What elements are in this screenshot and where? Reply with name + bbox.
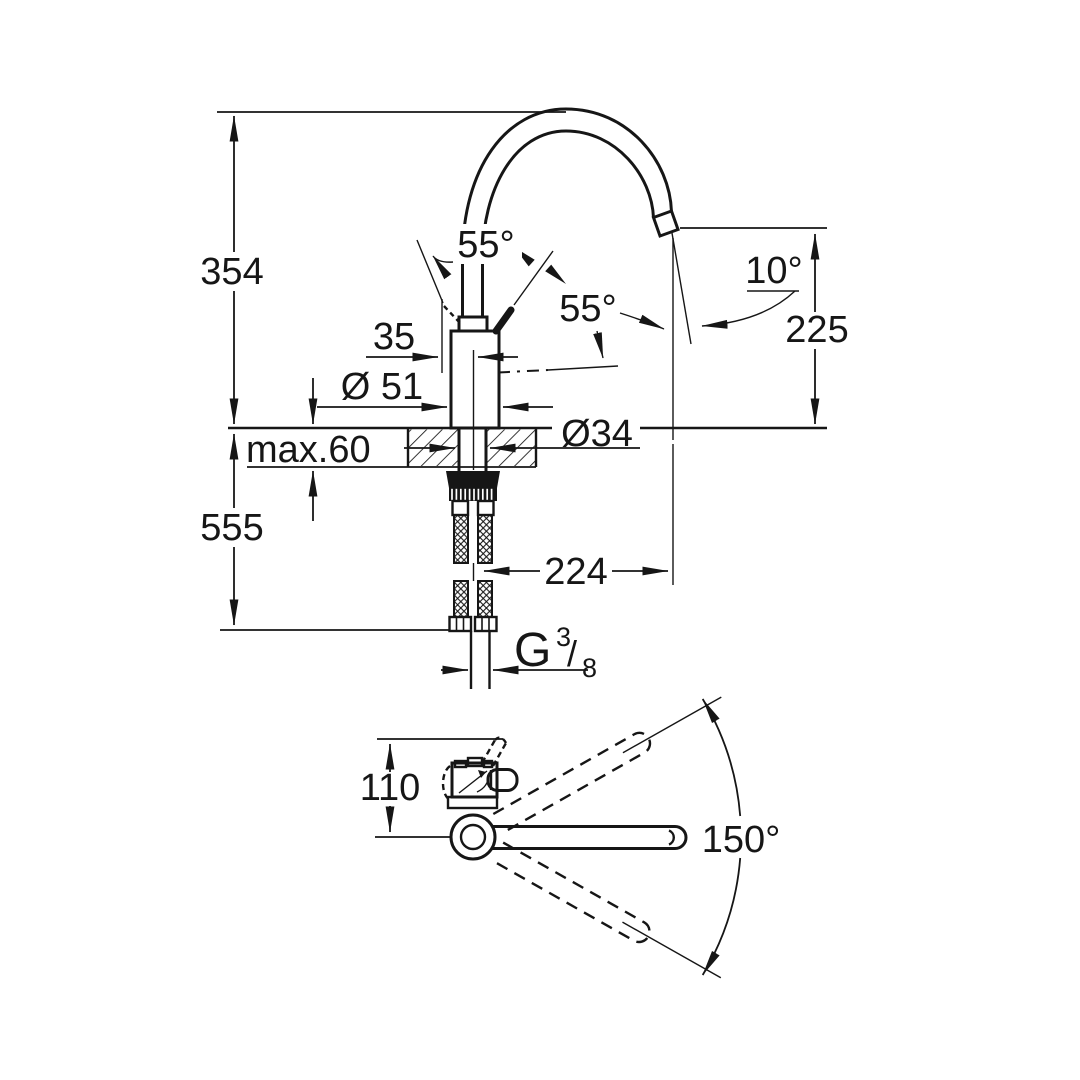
thread-denominator: 8 [582,653,597,683]
dimension-counter-thickness: max.60 [246,378,371,521]
hose-upper-left [453,514,469,564]
dimension-body-diameter: Ø 51 [317,366,553,412]
lever-dashed-horizontal-position [497,365,619,374]
thread-numerator: 3 [556,622,571,652]
dimension-handle-angle-open: 55° [432,224,522,280]
lever-dashed-up-position [443,305,461,324]
spout-swing-upper [492,696,722,834]
dimension-swivel-angle: 150° [702,698,781,976]
dim-overall-height-label: 354 [200,251,263,293]
dim-below-counter-label: 555 [200,507,263,549]
outlet-10deg-line [671,232,692,345]
dim-handle-offset-label: 35 [373,316,415,358]
hose-collar-left [451,499,470,517]
dim-base-depth-label: 110 [360,767,421,809]
dimension-outlet-angle: 10° [701,250,803,329]
knob-dashed-left [480,739,497,764]
swivel-outer-ring [449,813,497,861]
angle-arrowhead-lower [545,264,566,284]
spout-tip-inner-arc [668,829,675,846]
thread-slash: / [567,633,577,674]
dim-outlet-angle-label: 10° [745,250,802,292]
dim-counter-thickness-label: max.60 [246,429,371,471]
fitting-flats [455,618,490,630]
lever-up-extension-line [416,239,444,304]
top-view: 110 150° [360,696,781,979]
body-plan [441,736,519,810]
knurl-stripes [451,488,493,501]
mounting-hardware [446,471,500,689]
dim-spout-clearance-label: 225 [785,309,848,351]
outlet-reference-lines [671,227,827,585]
label-mask [450,224,522,264]
thread-letter: G [514,624,551,677]
aerator-outlet [651,209,680,238]
swivel-inner-ring [459,823,487,851]
dimension-thread-size: G 3 / 8 [441,622,597,683]
dimension-hole-diameter: Ø34 [404,413,640,455]
hose-fitting-right [473,615,498,633]
dimension-overall-height: 354 [200,111,566,425]
body-outline [449,329,501,430]
dim-handle-angle-open-label: 55° [457,224,514,266]
spout-gooseneck [461,107,680,317]
mounting-nut [446,471,500,488]
side-view: 354 555 max.60 35 Ø 51 [200,107,849,689]
handle-lever [416,239,619,374]
base-band-plan [446,795,499,810]
lever-grip [492,306,515,335]
riser-collar [457,315,489,333]
spout-outer-curve [461,107,673,317]
dim-body-diameter-label: Ø 51 [341,366,423,408]
dim-hole-diameter-label: Ø34 [561,413,633,455]
hose-lower-left [453,580,469,618]
lever-knob-plan [486,768,519,792]
dim-handle-angle-lift-label: 55° [559,288,616,330]
spout-swing-lower [492,841,722,979]
spout-tube-plan [492,825,688,850]
body-inner-arrowhead [478,770,486,778]
lever-extension-line [513,250,554,306]
hose-upper-right [477,514,493,564]
dimension-spout-clearance: 225 [785,233,849,425]
hose-lower-right [477,580,493,618]
body-dashed-arc [441,765,452,803]
dimension-below-counter: 555 [200,433,449,631]
dimension-base-depth: 110 [360,738,503,838]
dim-spout-reach-label: 224 [544,551,607,593]
dimension-handle-angle-lift: 55° [559,288,665,359]
dim-swivel-angle-label: 150° [702,819,781,861]
dimension-spout-reach: 224 [483,551,669,593]
spout-inner-curve [481,129,655,317]
dimension-handle-offset: 35 [366,299,518,373]
hose-collar-right [476,499,495,517]
hose-fitting-left [448,615,473,633]
